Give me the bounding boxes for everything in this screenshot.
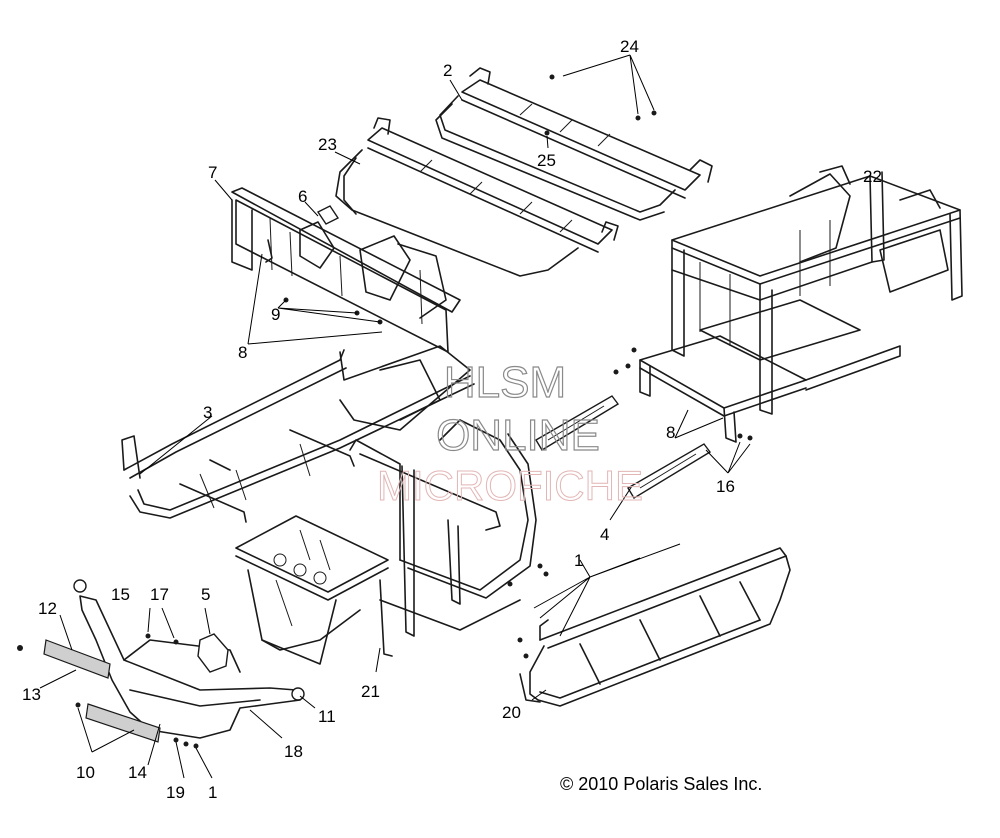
callout-20: 20 bbox=[502, 703, 521, 722]
callout-17: 17 bbox=[150, 585, 169, 604]
watermark-line-3: MICROFICHE bbox=[377, 462, 643, 509]
callout-23: 23 bbox=[318, 135, 337, 154]
callout-1-left: 1 bbox=[208, 783, 217, 802]
callout-16: 16 bbox=[716, 477, 735, 496]
callout-9: 9 bbox=[271, 305, 280, 324]
part-5-bracket bbox=[197, 633, 229, 673]
callout-8-right: 8 bbox=[666, 423, 675, 442]
fasteners bbox=[17, 74, 753, 749]
callout-5: 5 bbox=[201, 585, 210, 604]
part-22-rear-frame bbox=[639, 165, 963, 443]
callout-3: 3 bbox=[203, 403, 212, 422]
part-4-16-rails bbox=[535, 395, 712, 499]
callout-18: 18 bbox=[284, 742, 303, 761]
callout-25: 25 bbox=[537, 151, 556, 170]
part-21-front-frame bbox=[235, 419, 537, 665]
callout-21: 21 bbox=[361, 682, 380, 701]
part-12-upper-grill bbox=[43, 639, 111, 679]
watermark: HLSM ONLINE MICROFICHE bbox=[377, 357, 644, 509]
part-14-lower-grill bbox=[85, 703, 161, 743]
callout-labels: 24 2 25 23 7 6 22 9 8 3 8 16 4 1 5 15 17… bbox=[22, 37, 882, 802]
callout-15: 15 bbox=[111, 585, 130, 604]
part-2-rear-cargo-frame bbox=[435, 67, 713, 221]
callout-8-left: 8 bbox=[238, 343, 247, 362]
callout-1-right: 1 bbox=[574, 551, 583, 570]
part-20-side-frame bbox=[519, 547, 791, 707]
callout-10: 10 bbox=[76, 763, 95, 782]
callout-12: 12 bbox=[38, 599, 57, 618]
callout-7: 7 bbox=[208, 163, 217, 182]
callout-22: 22 bbox=[863, 167, 882, 186]
callout-2: 2 bbox=[443, 61, 452, 80]
watermark-line-1: HLSM bbox=[444, 358, 566, 407]
leader-lines bbox=[39, 54, 751, 779]
callout-14: 14 bbox=[128, 763, 147, 782]
callout-19: 19 bbox=[166, 783, 185, 802]
watermark-line-2: ONLINE bbox=[436, 411, 600, 460]
callout-4: 4 bbox=[600, 525, 609, 544]
part-23-cargo-frame bbox=[335, 117, 619, 277]
part-18-front-bumper bbox=[73, 579, 305, 739]
callout-6: 6 bbox=[298, 187, 307, 206]
callout-24: 24 bbox=[620, 37, 639, 56]
callout-13: 13 bbox=[22, 685, 41, 704]
part-7-bulkhead bbox=[231, 187, 461, 353]
copyright-text: © 2010 Polaris Sales Inc. bbox=[560, 774, 762, 794]
callout-11: 11 bbox=[318, 707, 336, 726]
